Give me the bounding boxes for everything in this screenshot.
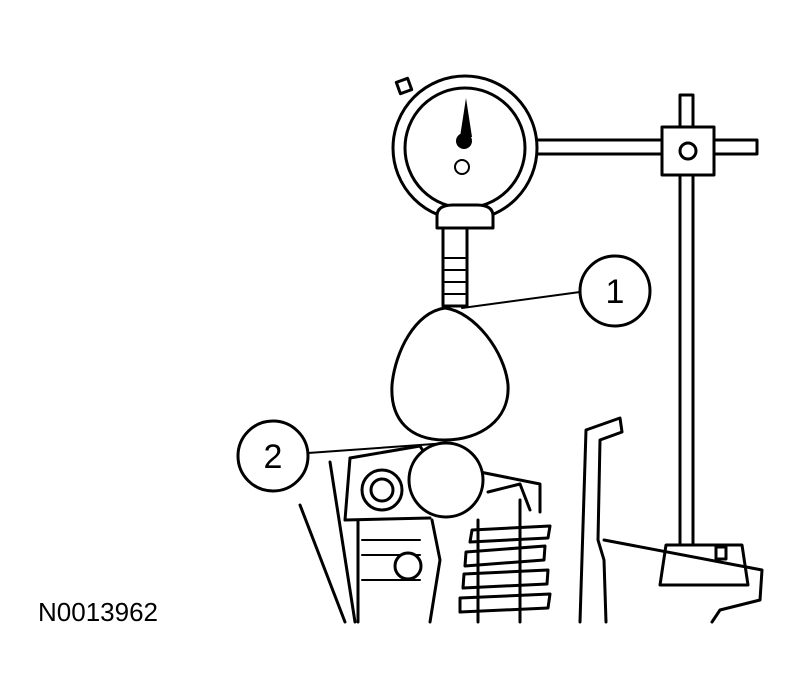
base-knob — [714, 545, 728, 561]
callout-1-leader — [461, 291, 581, 309]
callout-2-number: 2 — [264, 438, 283, 476]
dial-needle-pivot — [456, 133, 472, 149]
cylinder-head — [298, 416, 764, 624]
stand-horizontal-arm — [518, 138, 759, 156]
roller-follower — [407, 441, 485, 519]
spring-coil — [461, 568, 550, 590]
bore-hole — [393, 551, 423, 581]
callout-2: 2 — [236, 419, 449, 493]
dial-bezel-tab — [394, 76, 414, 96]
spring-coil — [458, 592, 552, 614]
callout-1-circle — [578, 254, 652, 328]
head-edge-line — [328, 460, 357, 624]
callout-2-leader — [307, 442, 449, 454]
lash-adjuster-cap — [369, 477, 395, 503]
clamp-screw — [678, 141, 698, 161]
rocker-arm-lower — [343, 456, 432, 522]
lash-adjuster-bore — [356, 518, 442, 624]
camshaft-lobe — [390, 306, 510, 442]
spring-retainer — [486, 482, 532, 512]
head-edge-line — [298, 503, 347, 624]
valve-spring — [458, 482, 552, 624]
dial-stem-collar — [435, 203, 495, 230]
dial-indicator-stand — [518, 93, 759, 587]
dial-indicator — [391, 74, 539, 308]
head-deck-surface — [602, 538, 764, 624]
callout-2-circle — [236, 419, 310, 493]
callout-1-number: 1 — [606, 273, 625, 311]
head-casting-wall — [578, 416, 624, 624]
dial-needle — [460, 98, 472, 137]
dial-sub-gauge — [454, 159, 470, 175]
figure-id-label: N0013962 — [38, 597, 158, 627]
spring-coil — [468, 524, 552, 544]
callout-1: 1 — [461, 254, 652, 328]
